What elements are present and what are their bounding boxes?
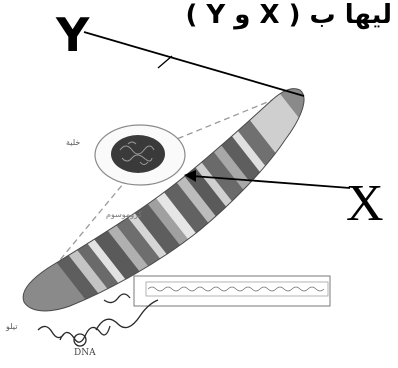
cell-figure [94,124,186,186]
y-leader-line [83,31,305,97]
label-y: Y [56,8,90,62]
dna-coil [37,293,159,347]
dashed-connector-lower [29,177,129,297]
label-telomere: تيلو [6,322,18,331]
label-cell: خلية [66,138,81,147]
x-leader-line [191,175,351,189]
label-dna: DNA [74,348,96,358]
x-leader-arrowhead [184,170,196,182]
y-leader-tick [157,55,173,69]
dna-strand-box [133,275,331,307]
label-chromosome: كروموسوم [106,210,143,219]
label-x: X [346,175,384,232]
chromosome [22,88,305,312]
page-title: ليها ب ( X و Y ) [185,0,392,30]
